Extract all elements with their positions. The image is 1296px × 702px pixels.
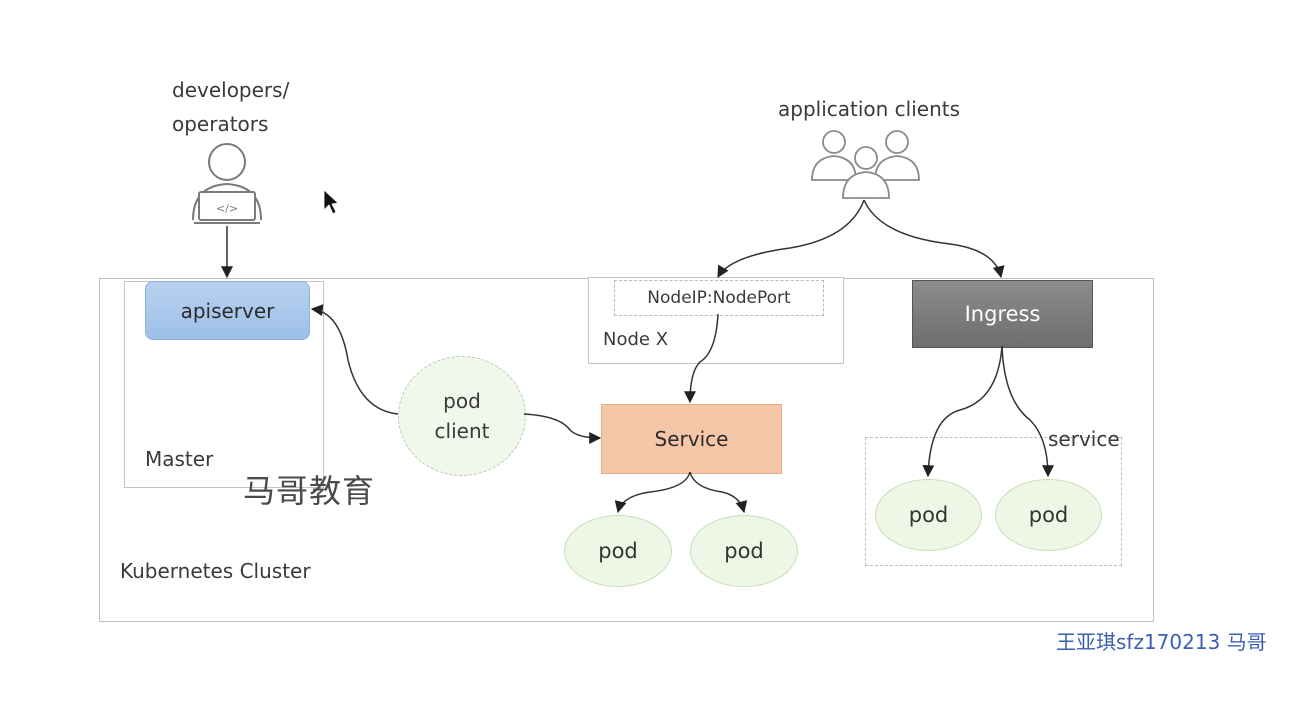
brand-watermark: 马哥教育 bbox=[243, 472, 376, 510]
pod-client-line1: pod bbox=[443, 389, 481, 413]
ingress-box: Ingress bbox=[912, 280, 1093, 348]
apiserver-box: apiserver bbox=[145, 281, 310, 340]
pod-client-node: pod client bbox=[398, 356, 526, 476]
arrow-clients-to-nodeport bbox=[717, 199, 865, 279]
developer-laptop-icon: </> bbox=[192, 143, 262, 224]
developers-label: developers/ bbox=[172, 78, 290, 102]
pod-node: pod bbox=[564, 515, 672, 587]
arrow-podclient-to-apiserver bbox=[310, 304, 399, 415]
svg-text:</>: </> bbox=[216, 202, 238, 215]
arrow-ingress-to-pod bbox=[1001, 345, 1054, 478]
node-x-label: Node X bbox=[603, 329, 669, 350]
master-label: Master bbox=[145, 447, 214, 471]
operators-label: operators bbox=[172, 112, 269, 136]
application-clients-label: application clients bbox=[778, 97, 961, 121]
arrow-ingress-to-pod bbox=[922, 345, 1003, 478]
nodeport-label: NodeIP:NodePort bbox=[614, 280, 824, 316]
arrow-clients-to-ingress bbox=[863, 199, 1005, 279]
arrow-service-to-pod bbox=[614, 471, 691, 514]
pod-client-line2: client bbox=[434, 419, 490, 443]
service-group-label: service bbox=[1048, 427, 1120, 451]
service-group-box bbox=[865, 437, 1122, 566]
pod-node: pod bbox=[875, 479, 982, 551]
arrow-nodeport-to-service bbox=[684, 313, 719, 404]
pod-node: pod bbox=[995, 479, 1102, 551]
service-box: Service bbox=[601, 404, 782, 474]
pod-node: pod bbox=[690, 515, 798, 587]
arrow-podclient-to-service bbox=[523, 413, 602, 444]
arrow-service-to-pod bbox=[689, 471, 748, 514]
user-watermark: 王亚琪sfz170213 马哥 bbox=[1056, 630, 1267, 654]
user-group-icon bbox=[811, 130, 920, 199]
cluster-label: Kubernetes Cluster bbox=[120, 559, 311, 583]
mouse-cursor-icon bbox=[323, 189, 339, 215]
